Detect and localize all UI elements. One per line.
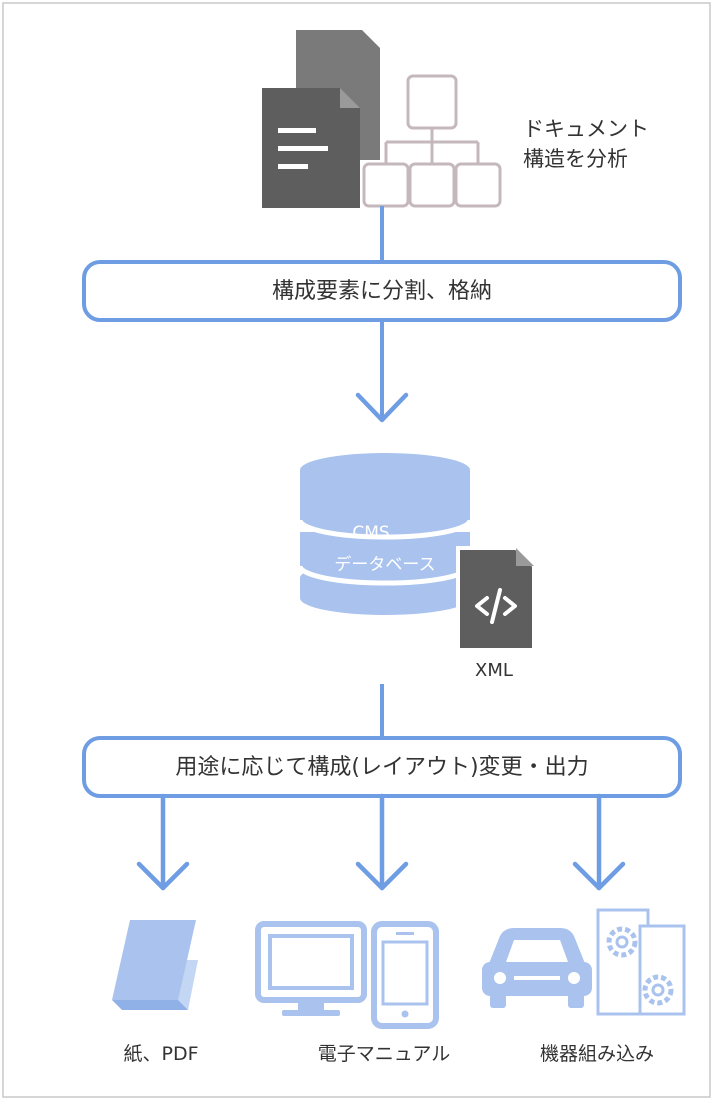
database-icon	[300, 453, 470, 615]
xml-file-icon	[456, 546, 536, 652]
database-separator	[297, 519, 473, 540]
database-label-line1: CMS	[352, 523, 389, 543]
book-icon	[112, 920, 198, 1010]
xml-label: XML	[475, 660, 513, 681]
top-label-line1: ドキュメント	[523, 117, 649, 141]
output-label-emanual: 電子マニュアル	[318, 1043, 450, 1065]
database-label-line2: データベース	[334, 554, 435, 575]
car-icon	[482, 928, 592, 1008]
smartphone-icon	[371, 921, 439, 1029]
output-arrows	[136, 793, 626, 891]
hierarchy-icon	[362, 74, 502, 208]
arrow-down-icon	[355, 392, 409, 423]
output-label-embedded: 機器組み込み	[540, 1043, 654, 1065]
top-label-line2: 構造を分析	[523, 147, 628, 171]
documents-icon	[262, 30, 380, 208]
process-box-output-text: 用途に応じて構成(レイアウト)変更・出力	[175, 755, 588, 780]
output-label-paper: 紙、PDF	[123, 1043, 198, 1065]
process-box-split-text: 構成要素に分割、格納	[272, 279, 492, 304]
gears-icon	[596, 908, 686, 1016]
monitor-icon	[255, 921, 367, 1016]
